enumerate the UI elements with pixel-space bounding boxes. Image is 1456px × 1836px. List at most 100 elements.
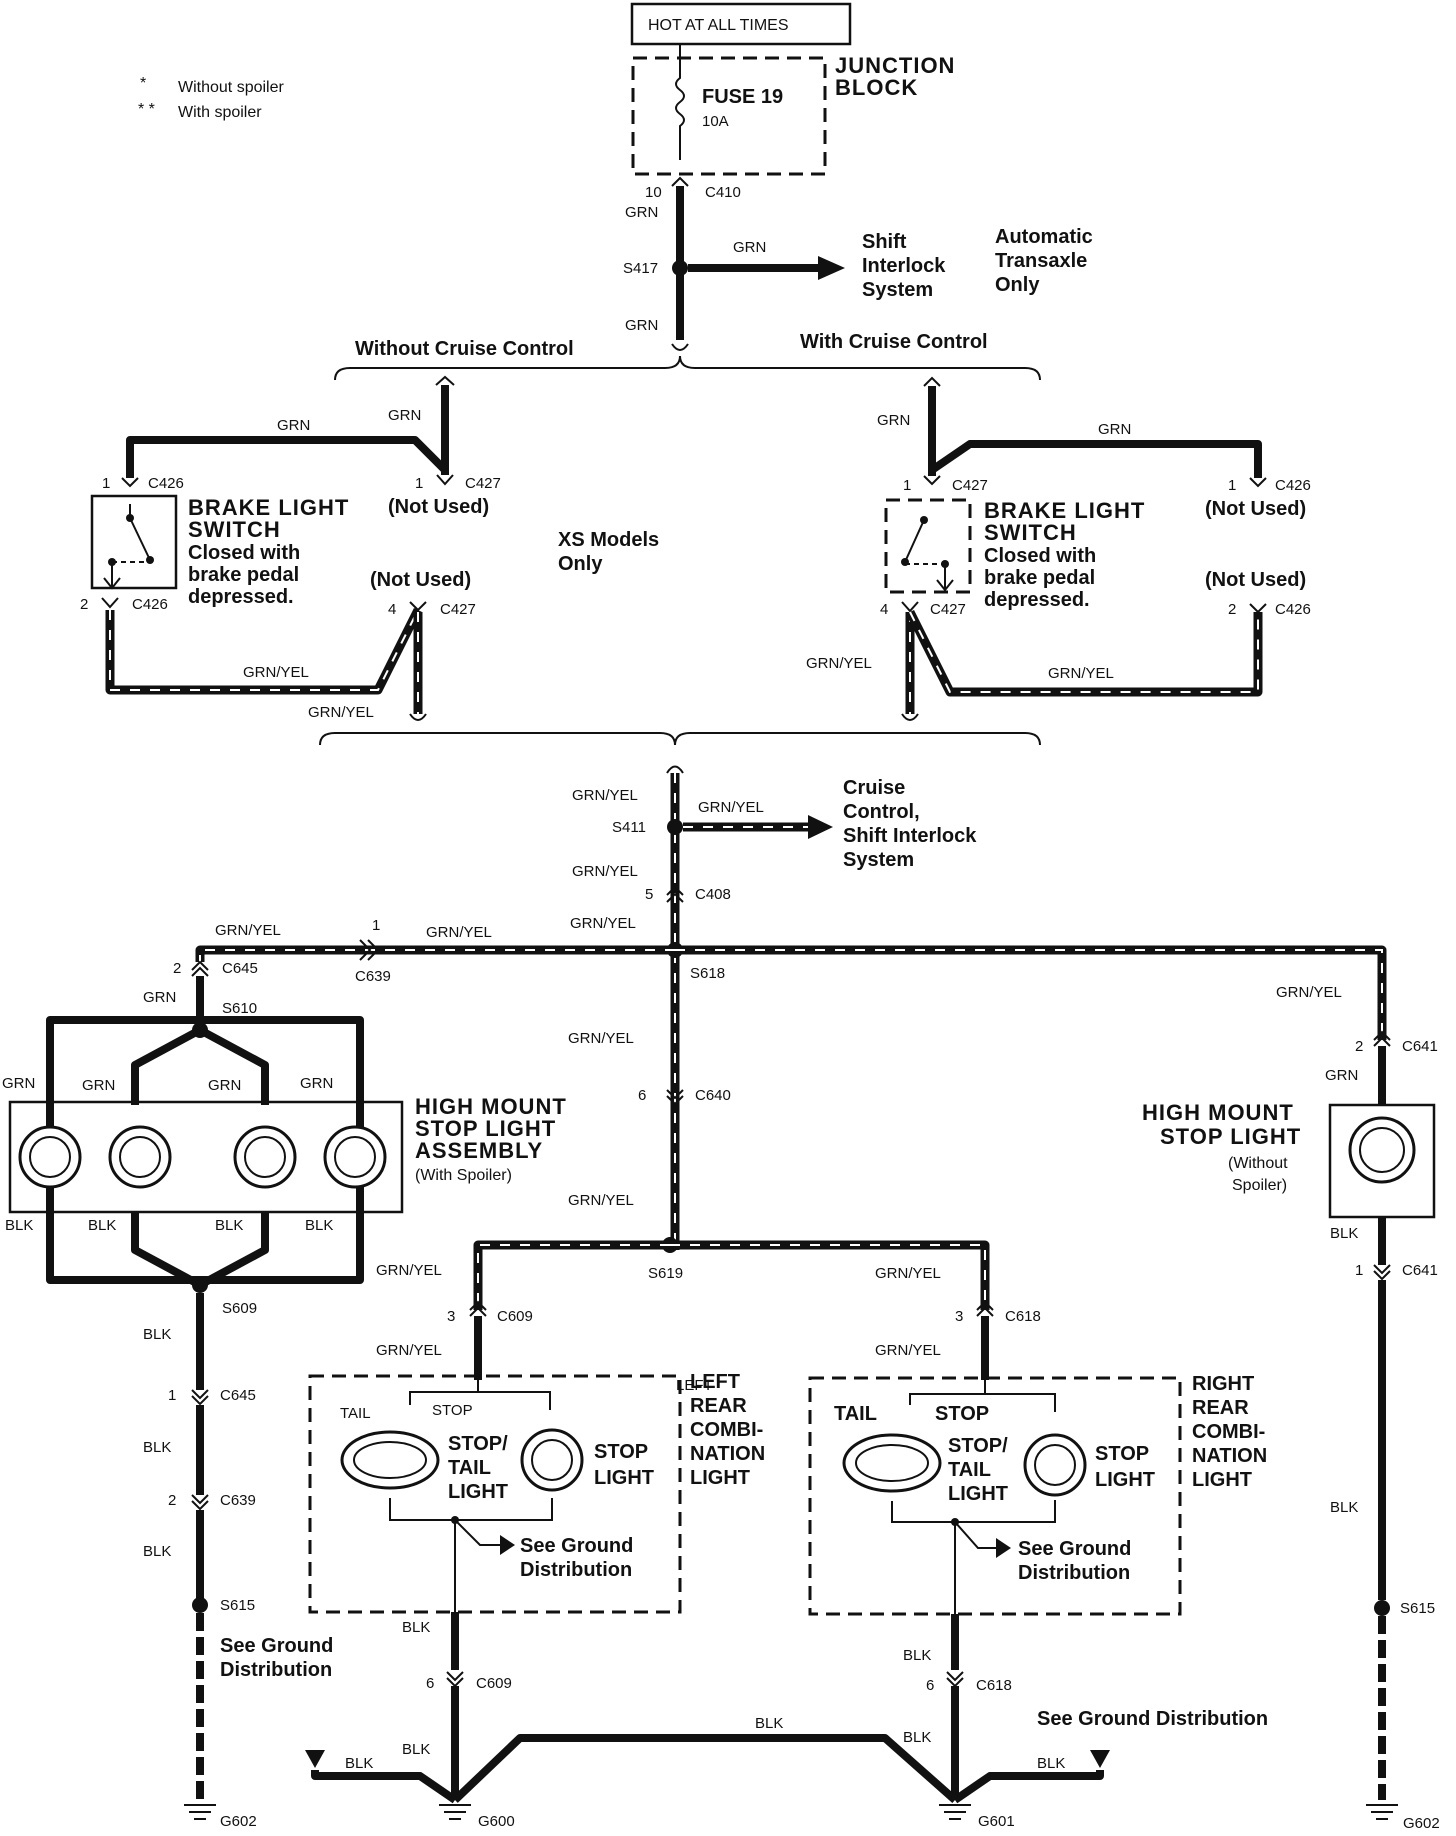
- brake-switch-without-cruise: GRN 1 C427 (Not Used) GRN 1 C426 BRAKE L…: [80, 375, 501, 721]
- see-ground-distribution-left: See Ground: [220, 1635, 333, 1657]
- ground-g600: G600: [478, 1813, 515, 1830]
- svg-text:GRN: GRN: [1325, 1067, 1358, 1084]
- svg-text:COMBI-: COMBI-: [690, 1419, 763, 1441]
- svg-text:3: 3: [447, 1308, 455, 1325]
- svg-text:1: 1: [903, 477, 911, 494]
- left-ground-chain: BLK 1 C645 BLK 2 C639 BLK S615 See Groun…: [143, 1293, 333, 1830]
- brake-switch-title-right: BRAKE LIGHT: [984, 498, 1145, 523]
- svg-text:1: 1: [1228, 477, 1236, 494]
- power-source: HOT AT ALL TIMES FUSE 19 10A JUNCTION BL…: [630, 2, 954, 176]
- svg-text:S610: S610: [222, 1000, 257, 1017]
- svg-text:GRN/YEL: GRN/YEL: [570, 915, 636, 932]
- svg-text:S609: S609: [222, 1300, 257, 1317]
- fuse-19-label: FUSE 19: [702, 86, 783, 108]
- svg-text:Distribution: Distribution: [220, 1659, 332, 1681]
- svg-text:GRN/YEL: GRN/YEL: [215, 922, 281, 939]
- svg-text:SWITCH: SWITCH: [188, 517, 281, 542]
- fuse-19-symbol: [675, 60, 685, 160]
- svg-text:2: 2: [173, 960, 181, 977]
- svg-text:Only: Only: [995, 274, 1040, 296]
- connector-c609-bottom: C609: [476, 1675, 512, 1692]
- connector-c426-right-2: C426: [1275, 601, 1311, 618]
- without-cruise-label: Without Cruise Control: [355, 338, 574, 360]
- svg-text:TAIL: TAIL: [834, 1403, 877, 1425]
- left-stop-bulb: [520, 1428, 584, 1492]
- svg-text:LIGHT: LIGHT: [594, 1467, 654, 1489]
- cruise-brace-bottom: [319, 732, 1041, 746]
- svg-text:LIGHT: LIGHT: [1095, 1469, 1155, 1491]
- connector-c426-right: C426: [1275, 477, 1311, 494]
- connector-c410: C410: [705, 184, 741, 201]
- svg-text:STOP/: STOP/: [448, 1433, 508, 1455]
- svg-text:GRN: GRN: [2, 1075, 35, 1092]
- svg-text:System: System: [843, 849, 914, 871]
- junction-block-label-2: BLOCK: [835, 75, 918, 100]
- svg-text:BLK: BLK: [402, 1741, 430, 1758]
- connector-c609-top: C609: [497, 1308, 533, 1325]
- svg-text:GRN: GRN: [143, 989, 176, 1006]
- svg-text:GRN: GRN: [877, 412, 910, 429]
- connector-c639-bottom: C639: [220, 1492, 256, 1509]
- connector-c427-right-4: C427: [930, 601, 966, 618]
- hot-at-all-times-box: [630, 2, 852, 46]
- with-cruise-label: With Cruise Control: [800, 331, 988, 353]
- hmsl-bulb-3: [233, 1125, 297, 1189]
- svg-text:REAR: REAR: [690, 1395, 747, 1417]
- right-see-ground-label: See Ground: [1018, 1538, 1131, 1560]
- svg-text:COMBI-: COMBI-: [1192, 1421, 1265, 1443]
- svg-text:BLK: BLK: [5, 1217, 33, 1234]
- svg-text:brake pedal: brake pedal: [984, 567, 1095, 589]
- svg-text:LIGHT: LIGHT: [690, 1467, 750, 1489]
- svg-text:BLK: BLK: [143, 1439, 171, 1456]
- svg-text:Distribution: Distribution: [520, 1559, 632, 1581]
- legend-star-double: * *: [138, 101, 155, 118]
- svg-text:Transaxle: Transaxle: [995, 250, 1087, 272]
- svg-text:3: 3: [955, 1308, 963, 1325]
- svg-text:1: 1: [1355, 1262, 1363, 1279]
- grn-yel-wire-left-rear: [473, 1240, 670, 1310]
- svg-text:BLK: BLK: [305, 1217, 333, 1234]
- middle-trunk: GRN/YEL S411 GRN/YEL Cruise Control, Shi…: [143, 765, 1438, 1310]
- svg-text:GRN/YEL: GRN/YEL: [1048, 665, 1114, 682]
- svg-text:GRN/YEL: GRN/YEL: [243, 664, 309, 681]
- ground-g602-left: G602: [220, 1813, 257, 1830]
- svg-text:TAIL: TAIL: [448, 1457, 491, 1479]
- automatic-transaxle-label: Automatic: [995, 226, 1093, 248]
- svg-text:GRN/YEL: GRN/YEL: [806, 655, 872, 672]
- brake-switch-title-left: BRAKE LIGHT: [188, 495, 349, 520]
- hmsl-bulb-1: [18, 1125, 82, 1189]
- cruise-brace-top: [334, 355, 1041, 381]
- svg-text:S411: S411: [612, 819, 646, 836]
- connector-c641-bottom: C641: [1402, 1262, 1438, 1279]
- svg-text:GRN/YEL: GRN/YEL: [568, 1192, 634, 1209]
- svg-text:GRN/YEL: GRN/YEL: [426, 924, 492, 941]
- right-rear-combination-box: [808, 1376, 1182, 1616]
- xs-models-label: XS Models: [558, 529, 659, 551]
- splice-s411: [667, 819, 683, 835]
- hmsl-bulb-2: [108, 1125, 172, 1189]
- svg-text:TAIL: TAIL: [948, 1459, 991, 1481]
- svg-text:STOP: STOP: [935, 1403, 989, 1425]
- connector-c645-top: C645: [222, 960, 258, 977]
- right-rear-combination-light: GRN/YEL 3 C618 GRN/YEL TAIL STOP STOP/ T…: [808, 1265, 1268, 1830]
- shift-interlock-label: Shift: [862, 231, 907, 253]
- svg-text:depressed.: depressed.: [188, 586, 294, 608]
- svg-text:BLK: BLK: [903, 1729, 931, 1746]
- svg-text:1: 1: [168, 1387, 176, 1404]
- svg-text:BLK: BLK: [755, 1715, 783, 1732]
- fuse-amperage: 10A: [702, 113, 729, 130]
- connector-c618-bottom: C618: [976, 1677, 1012, 1694]
- connector-c427-left-4: C427: [440, 601, 476, 618]
- hmsl-bulb-4: [323, 1125, 387, 1189]
- left-rear-label: LEFT: [676, 1377, 713, 1394]
- svg-text:GRN/YEL: GRN/YEL: [568, 1030, 634, 1047]
- svg-text:6: 6: [926, 1677, 934, 1694]
- not-used-c426-2-right: (Not Used): [1205, 569, 1306, 591]
- svg-text:GRN/YEL: GRN/YEL: [376, 1342, 442, 1359]
- svg-text:BLK: BLK: [143, 1543, 171, 1560]
- hmsl-assembly-with-spoiler: GRN GRN GRN GRN BLK BLK BLK BLK S609 HIG…: [2, 1016, 566, 1317]
- svg-text:5: 5: [645, 886, 653, 903]
- svg-text:GRN/YEL: GRN/YEL: [308, 704, 374, 721]
- connector-c639-top: C639: [355, 968, 391, 985]
- svg-text:2: 2: [80, 596, 88, 613]
